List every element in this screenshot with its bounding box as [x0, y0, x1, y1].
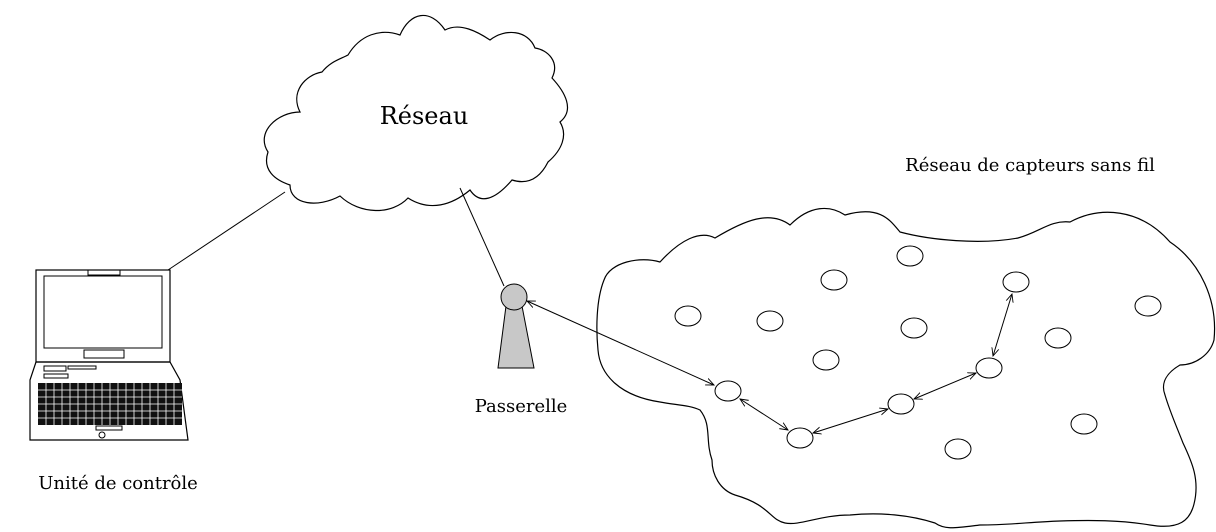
- sensor-node-icon: [674, 305, 702, 327]
- network-label: Réseau: [380, 102, 469, 130]
- laptop-network-link: [167, 191, 286, 271]
- sensor-node-icon: [944, 438, 972, 460]
- route-arrow: [993, 294, 1012, 356]
- route-arrow: [527, 300, 714, 386]
- sensor-node-icon: [896, 245, 924, 267]
- sensor-node-icon: [1134, 295, 1162, 317]
- sensor-nodes: [674, 245, 1162, 460]
- network-cloud-icon: [263, 14, 569, 212]
- sensor-node-icon: [1044, 327, 1072, 349]
- sensor-node-icon: [1070, 413, 1098, 435]
- route-arrow: [740, 399, 788, 430]
- control-unit-label: Unité de contrôle: [38, 473, 198, 494]
- sensor-node-icon: [1002, 271, 1030, 293]
- sensor-node-icon: [812, 349, 840, 371]
- gateway-antenna-icon: [497, 283, 535, 369]
- sensor-node-icon: [820, 269, 848, 291]
- sensor-node-icon: [887, 393, 915, 415]
- laptop-icon: [29, 269, 189, 441]
- sensor-node-icon: [975, 357, 1003, 379]
- gateway-label: Passerelle: [475, 396, 568, 417]
- wsn-label: Réseau de capteurs sans fil: [905, 155, 1155, 176]
- sensor-node-icon: [756, 310, 784, 332]
- sensor-node-icon: [900, 317, 928, 339]
- route-arrow: [914, 373, 976, 399]
- gateway-network-link: [459, 187, 505, 287]
- routing-path: [527, 294, 1012, 433]
- sensor-node-icon: [786, 427, 814, 449]
- sensor-node-icon: [714, 380, 742, 402]
- wsn-boundary: [596, 207, 1216, 529]
- route-arrow: [813, 409, 888, 433]
